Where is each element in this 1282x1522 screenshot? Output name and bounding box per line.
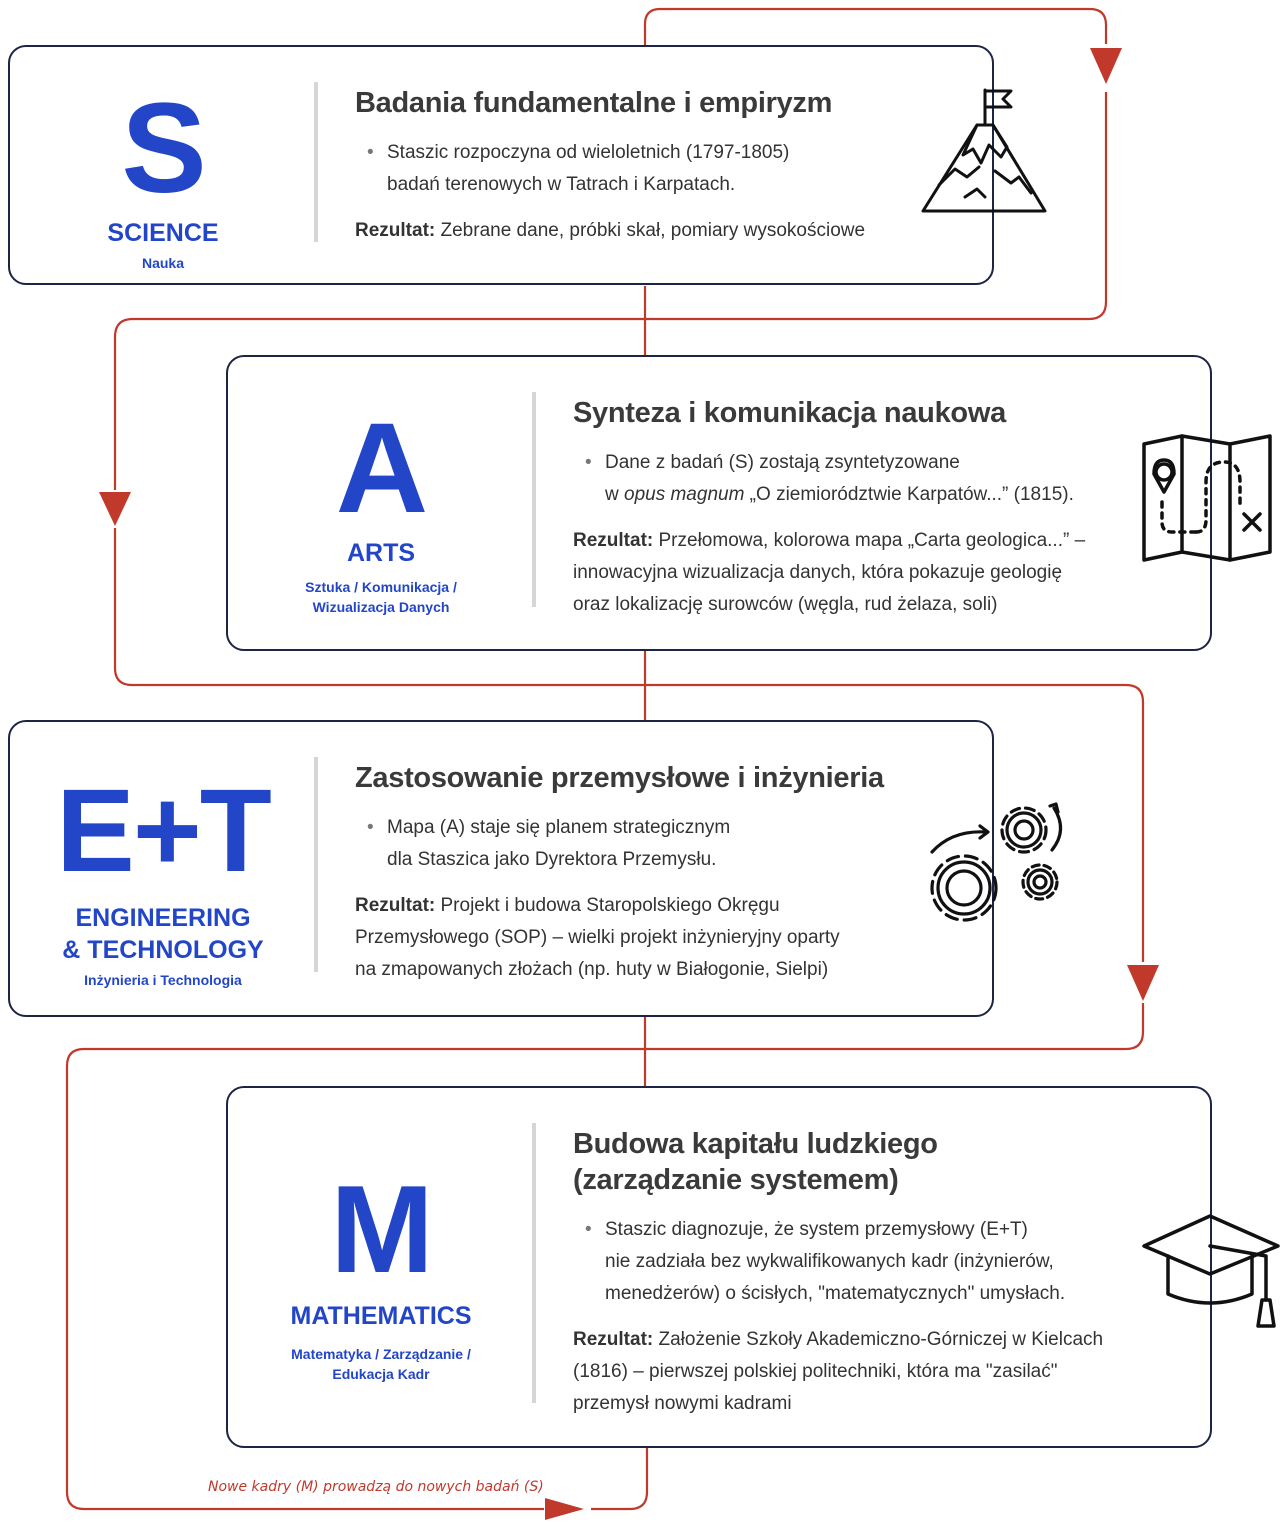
step-title: Badania fundamentalne i empiryzm: [355, 87, 833, 119]
step-letter: S: [121, 77, 206, 220]
step-bullet: • Staszic diagnozuje, że system przemysł…: [585, 1219, 1066, 1304]
treasure-map-icon: [1140, 432, 1275, 567]
step-badge: A ARTS Sztuka / Komunikacja / Wizualizac…: [228, 357, 534, 649]
step-name: ENGINEERING & TECHNOLOGY: [62, 904, 264, 964]
flow-arrow-4: [545, 1498, 584, 1520]
step-card-engineering-technology: E+T ENGINEERING & TECHNOLOGY Inżynieria …: [8, 720, 1063, 1017]
step-letter: M: [330, 1161, 433, 1299]
step-badge: S SCIENCE Nauka: [10, 47, 316, 283]
step-name: MATHEMATICS: [290, 1302, 472, 1330]
step-bullet: • Staszic rozpoczyna od wieloletnich (17…: [367, 142, 790, 195]
flow-arrow-2: [99, 492, 131, 526]
step-content: Synteza i komunikacja naukowa • Dane z b…: [573, 395, 1173, 621]
gears-icon: [922, 800, 1072, 935]
separator: [314, 757, 318, 972]
flow-arrow-1: [1090, 48, 1122, 84]
step-content: Zastosowanie przemysłowe i inżynieria • …: [355, 760, 945, 986]
step-letter: A: [335, 397, 428, 540]
step-subtitle: Matematyka / Zarządzanie / Edukacja Kadr: [291, 1346, 471, 1382]
step-result: Rezultat: Założenie Szkoły Akademiczno-G…: [573, 1329, 1104, 1414]
step-title: Zastosowanie przemysłowe i inżynieria: [355, 762, 884, 794]
step-bullet: • Dane z badań (S) zostają zsyntetyzowan…: [585, 452, 1074, 505]
step-letter: E+T: [56, 765, 272, 897]
separator: [532, 1123, 536, 1403]
step-subtitle: Nauka: [141, 255, 185, 271]
step-result: Rezultat: Przełomowa, kolorowa mapa „Car…: [573, 530, 1086, 615]
step-subtitle: Sztuka / Komunikacja / Wizualizacja Dany…: [305, 579, 457, 615]
mountain-flag-icon: [915, 85, 1055, 220]
step-card-arts: A ARTS Sztuka / Komunikacja / Wizualizac…: [226, 355, 1272, 651]
step-result: Rezultat: Projekt i budowa Staropolskieg…: [355, 895, 840, 980]
step-title: Budowa kapitału ludzkiego (zarządzanie s…: [573, 1128, 938, 1196]
separator: [532, 392, 536, 607]
loop-note: Nowe kadry (M) prowadzą do nowych badań …: [208, 1479, 544, 1495]
step-subtitle: Inżynieria i Technologia: [84, 972, 242, 988]
step-badge: E+T ENGINEERING & TECHNOLOGY Inżynieria …: [10, 722, 316, 1015]
step-card-science: S SCIENCE Nauka Badania fundamentalne i …: [8, 45, 1047, 285]
step-card-mathematics: M MATHEMATICS Matematyka / Zarządzanie /…: [226, 1086, 1280, 1448]
step-bullet: • Mapa (A) staje się planem strategiczny…: [367, 817, 731, 870]
flow-arrow-3: [1127, 965, 1159, 1001]
step-content: Badania fundamentalne i empiryzm • Stasz…: [355, 85, 945, 247]
step-title: Synteza i komunikacja naukowa: [573, 397, 1006, 429]
graduation-cap-icon: [1138, 1208, 1282, 1338]
step-name: SCIENCE: [107, 219, 219, 247]
step-badge: M MATHEMATICS Matematyka / Zarządzanie /…: [228, 1088, 534, 1446]
step-name: ARTS: [346, 539, 416, 567]
separator: [314, 82, 318, 242]
step-content: Budowa kapitału ludzkiego (zarządzanie s…: [573, 1126, 1173, 1420]
step-result: Rezultat: Zebrane dane, próbki skał, pom…: [355, 220, 866, 241]
